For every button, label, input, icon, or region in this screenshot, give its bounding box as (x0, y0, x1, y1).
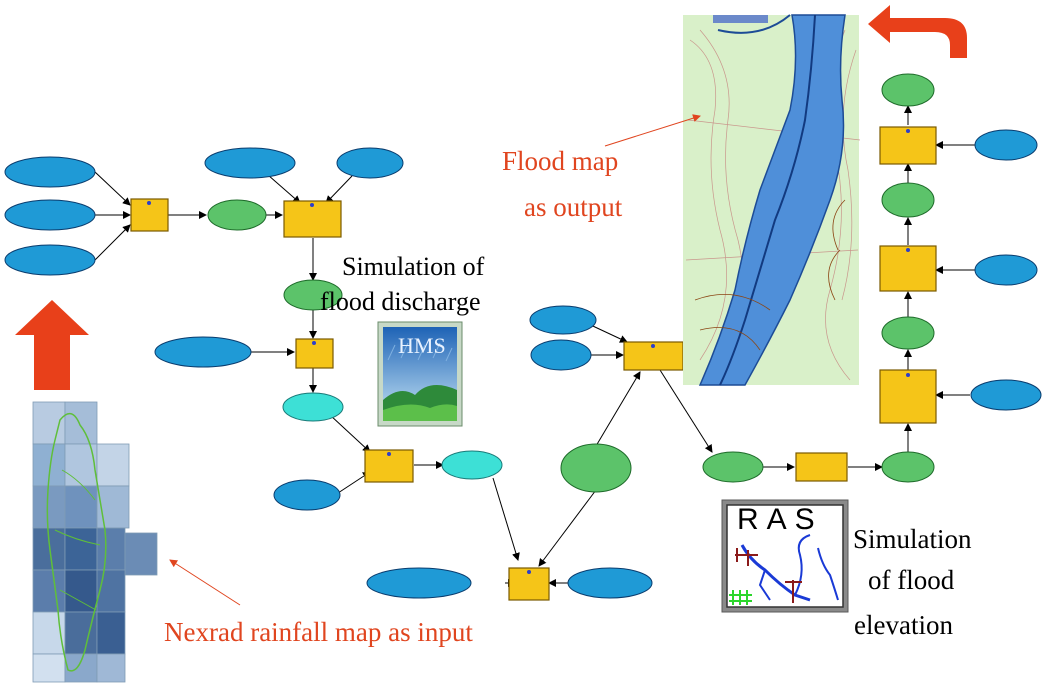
intermediate-node (282, 392, 344, 422)
nexrad-rainfall-map (32, 401, 158, 683)
nexrad-pointer (169, 559, 241, 606)
hms-caption-line2: flood discharge (320, 287, 481, 316)
input-node (4, 244, 96, 276)
input-node (366, 567, 472, 599)
floodmap-caption-line2: as output (524, 192, 623, 222)
output-node (881, 451, 935, 483)
flood-map-pointer (604, 114, 701, 147)
tool-icons (147, 129, 910, 574)
input-node (530, 339, 592, 371)
output-node (881, 182, 935, 218)
input-node (529, 305, 597, 335)
input-node (4, 199, 96, 231)
output-node (881, 73, 935, 107)
process-box (283, 200, 342, 238)
process-box (879, 369, 937, 424)
input-node (4, 156, 96, 188)
output-node (702, 451, 764, 483)
output-node (283, 279, 343, 311)
output-node (881, 316, 935, 350)
input-node (273, 479, 341, 511)
process-box (879, 126, 937, 165)
input-node (970, 379, 1042, 411)
watershed-boundary (46, 412, 107, 672)
process-box (879, 245, 937, 292)
up-arrow-icon (15, 300, 89, 390)
input-node (204, 147, 296, 179)
floodmap-caption-line1: Flood map (502, 146, 619, 176)
flood-map-image (683, 14, 861, 386)
process-box (795, 452, 848, 482)
hms-caption-line1: Simulation of (342, 252, 485, 281)
output-node (560, 443, 632, 493)
input-node (567, 567, 653, 599)
output-node (207, 199, 267, 231)
ras-logo-label: RAS (737, 503, 823, 536)
input-node (336, 147, 404, 179)
output-nodes (207, 73, 935, 493)
intermediate-nodes (282, 392, 503, 480)
hms-logo-icon (377, 321, 463, 427)
input-nodes (4, 129, 1042, 599)
ras-logo-icon (721, 499, 849, 613)
ras-caption-line3: elevation (854, 610, 953, 640)
subbasin-lines (54, 469, 101, 611)
input-node (974, 129, 1038, 161)
ras-caption-line2: of flood (868, 565, 955, 595)
connector-lines (94, 105, 977, 587)
curved-arrow-icon (868, 5, 967, 58)
ras-caption-line1: Simulation (853, 524, 972, 554)
intermediate-node (441, 450, 503, 480)
input-node (154, 336, 252, 368)
nexrad-caption: Nexrad rainfall map as input (164, 617, 473, 647)
hms-logo-label: HMS (398, 333, 446, 358)
input-node (974, 254, 1038, 286)
